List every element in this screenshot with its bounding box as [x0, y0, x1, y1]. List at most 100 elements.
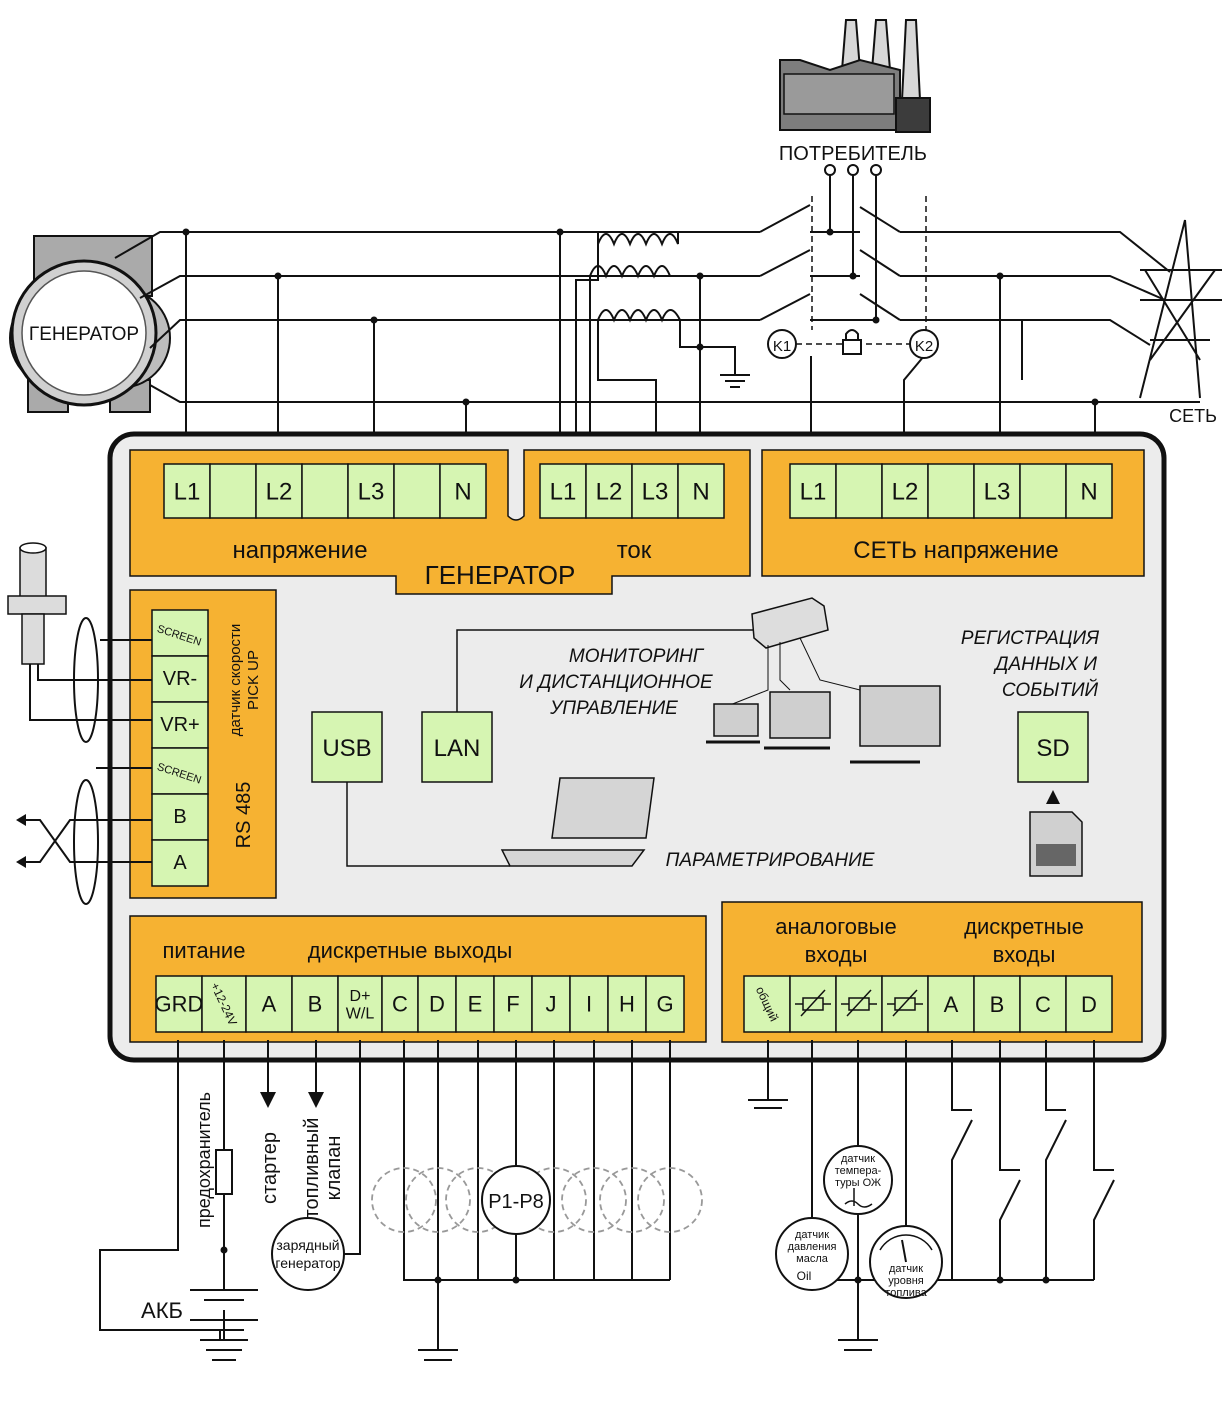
gen-voltage-terminal-label-2: L2: [266, 479, 293, 506]
gen-current-terminal-3: [677, 463, 725, 519]
output-terminal-3: [291, 975, 339, 1033]
monitoring-line-1: МОНИТОРИНГ: [569, 646, 705, 667]
analog-inputs-label-1: аналоговые: [775, 914, 896, 939]
input-terminal-label-4: A: [944, 992, 959, 1017]
input-terminal-label-7: D: [1081, 992, 1097, 1017]
mains-terminal-6: [1065, 463, 1113, 519]
charge-generator: [271, 1217, 345, 1291]
variable-resistor-icon: [802, 997, 824, 1011]
fuel-valve-label-2: клапан: [323, 1136, 345, 1201]
gen-voltage-terminal-2: [255, 463, 303, 519]
contactor-k2-label: K2: [915, 338, 933, 355]
monitoring-line-2: И ДИСТАНЦИОННОЕ: [519, 672, 713, 693]
input-terminal-7: [1065, 975, 1113, 1033]
output-terminal-label-10: I: [586, 992, 592, 1017]
monitoring-line-3: УПРАВЛЕНИЕ: [549, 698, 678, 719]
fuel-valve-label-1: топливный: [301, 1118, 323, 1219]
mains-terminal-4: [973, 463, 1021, 519]
charge-gen-label-1: зарядный: [276, 1237, 339, 1253]
output-terminal-2: [245, 975, 293, 1033]
input-terminal-label-5: B: [990, 992, 1005, 1017]
contactor-k2: [909, 329, 939, 359]
mains-terminal-label-4: L3: [984, 479, 1011, 506]
oil-sensor-label-2: давления: [788, 1241, 837, 1253]
battery-label: АКБ: [141, 1298, 183, 1323]
temp-sensor-label-2: темпера-: [835, 1165, 882, 1177]
computer-icon: [706, 685, 941, 764]
oil-sensor-label-1: датчик: [795, 1229, 829, 1241]
output-terminal-label-3: B: [308, 992, 323, 1017]
temp-sensor-label-3: туры ОЖ: [835, 1177, 881, 1189]
generator-machine-icon: [9, 235, 171, 413]
registration-line-3: СОБЫТИЙ: [1002, 679, 1099, 701]
discrete-outputs-label: дискретные выходы: [308, 938, 513, 963]
output-terminal-label-5: C: [392, 992, 408, 1017]
output-terminal-12: [645, 975, 685, 1033]
output-terminal-7: [455, 975, 495, 1033]
gauge-needle-icon: [901, 1239, 907, 1263]
relay-main: [481, 1165, 551, 1235]
variable-resistor-icon: [894, 997, 916, 1011]
mains-terminal-label-6: N: [1080, 479, 1097, 506]
temp-sensor: [823, 1145, 893, 1215]
contactor-k1: [767, 329, 797, 359]
pickup-label-2: PICK UP: [245, 650, 262, 710]
output-terminal-label-6: D: [429, 992, 445, 1017]
sd-card-icon: [1029, 811, 1083, 877]
bottom-wiring: [99, 1040, 1115, 1361]
input-terminal-5: [973, 975, 1021, 1033]
gen-current-terminal-1: [585, 463, 633, 519]
laptop-icon: [500, 777, 655, 867]
usb-port: [311, 711, 383, 783]
oil-sensor-label-3: масла: [796, 1253, 829, 1265]
left-terminal-3: [151, 747, 209, 795]
sd-slot: [1017, 711, 1089, 783]
discrete-inputs-label-2: входы: [993, 942, 1056, 967]
registration-line-2: ДАННЫХ И: [993, 654, 1097, 675]
temp-sensor-label-1: датчик: [841, 1153, 875, 1165]
gen-current-terminal-label-1: L2: [596, 479, 623, 506]
generator-machine-label: ГЕНЕРАТОР: [29, 324, 139, 345]
output-terminal-label-8: F: [506, 992, 519, 1017]
output-terminal-4: [337, 975, 383, 1033]
fuel-sensor-label-2: уровня: [888, 1275, 924, 1287]
relays-label: P1-P8: [488, 1191, 544, 1213]
interlock-lock-icon: [842, 329, 862, 355]
left-terminal-2: [151, 701, 209, 749]
gen-voltage-terminal-3: [301, 463, 349, 519]
usb-label: USB: [322, 735, 371, 762]
power-bus: [114, 204, 1200, 462]
mains-terminal-3: [927, 463, 975, 519]
left-terminal-label-5: A: [173, 852, 187, 874]
output-terminal-label-4: W/L: [346, 1005, 375, 1022]
generator-voltage-label: напряжение: [232, 537, 367, 564]
thermometer-icon: [844, 1188, 873, 1208]
output-terminal-label-9: J: [546, 992, 557, 1017]
factory-icon: [779, 19, 931, 133]
generator-current-label: ток: [617, 537, 652, 564]
parametrization-label: ПАРАМЕТРИРОВАНИЕ: [666, 850, 875, 871]
variable-resistor-icon: [848, 997, 870, 1011]
pickup-label-1: датчик скорости: [227, 624, 244, 737]
output-terminal-label-4: D+: [350, 988, 371, 1005]
fuel-sensor-label-3: топлива: [885, 1287, 927, 1299]
left-terminal-label-1: VR-: [163, 668, 197, 690]
gen-current-terminal-2: [631, 463, 679, 519]
grid-label: СЕТЬ: [1169, 406, 1217, 426]
output-terminal-10: [569, 975, 609, 1033]
left-terminal-1: [151, 655, 209, 703]
gen-voltage-terminal-1: [209, 463, 257, 519]
gen-voltage-terminal-4: [347, 463, 395, 519]
consumer-label: ПОТРЕБИТЕЛЬ: [779, 143, 927, 165]
starter-label: стартер: [259, 1132, 281, 1204]
left-terminal-label-2: VR+: [160, 714, 199, 736]
grid-tower-icon: [1139, 219, 1222, 399]
output-terminal-0: [155, 975, 203, 1033]
output-terminal-label-2: A: [262, 992, 277, 1017]
gen-voltage-terminal-5: [393, 463, 441, 519]
mains-terminal-1: [835, 463, 883, 519]
